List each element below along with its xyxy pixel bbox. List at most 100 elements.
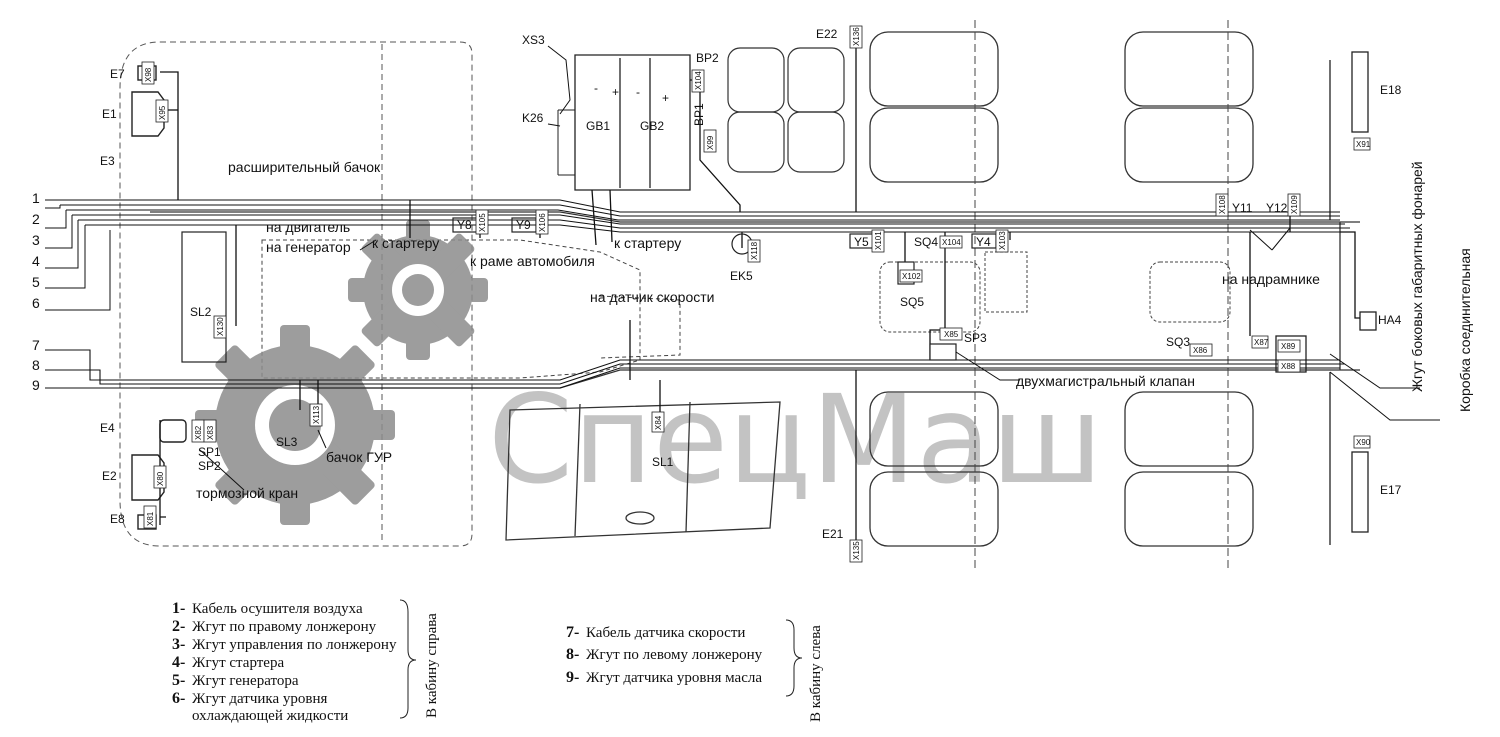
wire-numbers: 1 2 3 4 5 6 7 8 9: [32, 190, 40, 393]
legend-item-text: Жгут по левому лонжерону: [586, 647, 763, 663]
label-Y12: Y12: [1266, 201, 1288, 215]
legend-item-num: 8-: [566, 646, 579, 663]
connector-x118: X118: [750, 241, 759, 260]
legend-item-num: 5-: [172, 672, 185, 689]
legend-item-num: 2-: [172, 618, 185, 635]
label-SP2: SP2: [198, 459, 221, 473]
connector-x95: X95: [158, 105, 167, 120]
axle-housings: [879, 251, 1231, 333]
label-BP1: BP1: [692, 103, 706, 126]
connector-x109: X109: [1290, 195, 1299, 214]
label-SQ3: SQ3: [1166, 335, 1190, 349]
wire-leaders: [45, 205, 111, 311]
wire-number: 4: [32, 253, 40, 269]
connector-x84: X84: [654, 415, 663, 430]
note-to-generator: на генератор: [266, 239, 351, 255]
watermark-gear-small: [348, 220, 488, 360]
legend-extra-line: охлаждающей жидкости: [192, 708, 348, 724]
legend-brace-right: [399, 599, 417, 719]
connector-x136: X136: [852, 27, 861, 46]
legend-item-text: Кабель осушителя воздуха: [192, 601, 363, 617]
note-speed-sensor: на датчик скорости: [590, 289, 714, 305]
wire-number: 7: [32, 337, 40, 353]
wire-number: 1: [32, 190, 40, 206]
label-E2: E2: [102, 469, 117, 483]
note-speed-sensor-text: на датчик скорости: [590, 289, 714, 305]
battery-terminals: -+ -+: [594, 81, 669, 105]
svg-text:-: -: [594, 81, 598, 95]
wire-number: 3: [32, 232, 40, 248]
connector-x91: X91: [1356, 140, 1371, 149]
wire-number: 6: [32, 295, 40, 311]
connector-x101: X101: [874, 231, 883, 250]
label-BP2: BP2: [696, 51, 719, 65]
label-Y5: Y5: [854, 235, 869, 249]
connector-x83: X83: [206, 425, 215, 440]
component-labels: E7 E1 E3 E4 E2 E8 XS3 K26 BP2 BP1 GB1 GB…: [100, 27, 1402, 541]
note-junction-box: Коробка соединительная: [1457, 248, 1473, 412]
legend-item-num: 3-: [172, 636, 185, 653]
label-SP3: SP3: [964, 331, 987, 345]
connector-x105: X105: [478, 213, 487, 232]
legend-item-num: 7-: [566, 624, 579, 641]
label-E21: E21: [822, 527, 844, 541]
legend-item-text: Жгут по правому лонжерону: [192, 619, 377, 635]
connector-x87: X87: [1254, 338, 1269, 347]
note-to-frame: к раме автомобиля: [470, 253, 595, 269]
connector-x81: X81: [146, 511, 155, 526]
legend-item-num: 4-: [172, 654, 185, 671]
connector-x103: X103: [998, 231, 1007, 250]
rear-lamps: [1275, 51, 1377, 545]
connector-tags: [141, 25, 1371, 563]
connector-x135: X135: [852, 541, 861, 560]
label-Y9: Y9: [516, 218, 531, 232]
note-on-subframe: на надрамнике: [1222, 271, 1320, 287]
svg-text:+: +: [612, 85, 619, 99]
air-receivers: [727, 47, 845, 173]
wire-number: 8: [32, 357, 40, 373]
svg-text:-: -: [636, 85, 640, 99]
label-K26: K26: [522, 111, 544, 125]
legend-item-text: Жгут датчика уровня: [192, 691, 328, 707]
note-gur-tank: бачок ГУР: [326, 449, 392, 465]
note-brake-valve: тормозной кран: [196, 485, 298, 501]
label-Y4: Y4: [976, 235, 991, 249]
connector-x108: X108: [1218, 195, 1227, 214]
wire-number: 5: [32, 274, 40, 290]
label-GB2: GB2: [640, 119, 664, 133]
watermark-text: СпецМаш: [488, 369, 1103, 511]
label-SQ4: SQ4: [914, 235, 938, 249]
svg-text:+: +: [662, 91, 669, 105]
connector-x88: X88: [1281, 362, 1296, 371]
legend-item-text: Жгут управления по лонжерону: [192, 637, 397, 653]
label-E7: E7: [110, 67, 125, 81]
harness-wires: [45, 199, 1355, 389]
connector-x85: X85: [944, 330, 959, 339]
label-SP1: SP1: [198, 445, 221, 459]
label-E1: E1: [102, 107, 117, 121]
label-E22: E22: [816, 27, 838, 41]
label-E18: E18: [1380, 83, 1402, 97]
legend-caption-right: В кабину справа: [424, 613, 440, 718]
connector-x86: X86: [1193, 346, 1208, 355]
note-side-lamps: Жгут боковых габаритных фонарей: [1409, 161, 1425, 392]
wheels: [869, 31, 1254, 547]
label-XS3: XS3: [522, 33, 545, 47]
connector-x80: X80: [156, 471, 165, 486]
connector-x104: X104: [694, 71, 703, 90]
label-E3: E3: [100, 154, 115, 168]
legend-item-text: Кабель датчика скорости: [586, 625, 745, 641]
fuel-tank: [505, 401, 781, 541]
label-Y11: Y11: [1232, 201, 1253, 215]
legend-item-num: 9-: [566, 669, 579, 686]
legend-item-text: Жгут датчика уровня масла: [586, 670, 762, 686]
legend-item-num: 1-: [172, 600, 185, 617]
legend-left-cab: 7- Кабель датчика скорости 8- Жгут по ле…: [566, 619, 824, 722]
connector-x82: X82: [194, 425, 203, 440]
axle-centerlines: [974, 20, 1229, 570]
label-HA4: HA4: [1378, 313, 1402, 327]
legend-right-cab: 1- Кабель осушителя воздуха 2- Жгут по п…: [172, 599, 440, 724]
connector-x99: X99: [706, 135, 715, 150]
